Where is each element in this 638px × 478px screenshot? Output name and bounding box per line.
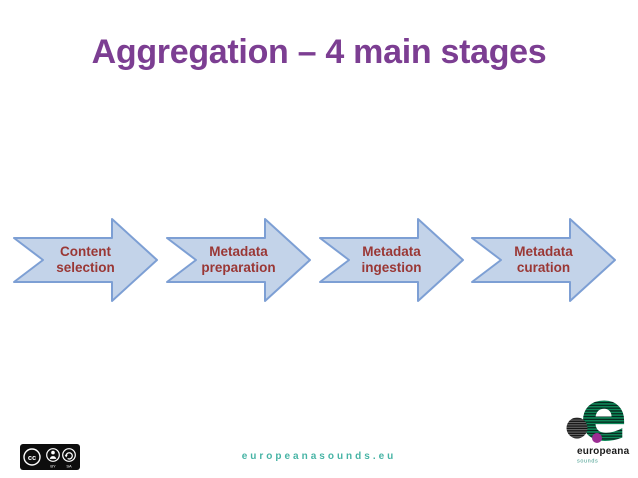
footer-url: europeanasounds.eu <box>241 451 397 462</box>
svg-text:cc: cc <box>28 453 36 462</box>
stage-arrow-content-selection: Content selection <box>13 217 158 303</box>
cc-icon: cc <box>23 448 41 466</box>
stage-label: Metadata curation <box>514 244 573 275</box>
chevron-arrow-shape <box>166 218 311 302</box>
logo-dark-disc-icon <box>566 417 588 439</box>
cc-by-label: BY <box>50 464 56 469</box>
logo-brand-text: europeana <box>577 446 630 457</box>
cc-by-person-icon <box>46 448 60 462</box>
logo-letter-e-icon: e <box>580 383 627 457</box>
logo-purple-dot-icon <box>592 433 602 443</box>
chevron-arrow-shape <box>471 218 616 302</box>
stage-label: Metadata ingestion <box>361 244 422 275</box>
logo-sub-text: sounds <box>577 459 598 465</box>
page-title: Aggregation – 4 main stages <box>91 33 547 71</box>
cc-sa-arrow-icon <box>62 448 76 462</box>
chevron-arrow-shape <box>13 218 158 302</box>
stage-arrow-metadata-ingestion: Metadata ingestion <box>319 217 464 303</box>
europeana-sounds-logo: e europeana sounds <box>566 383 630 465</box>
cc-sa-label: SA <box>66 464 72 469</box>
chevron-arrow-shape <box>319 218 464 302</box>
stage-arrow-metadata-preparation: Metadata preparation <box>166 217 311 303</box>
stage-arrow-metadata-curation: Metadata curation <box>471 217 616 303</box>
stage-label: Metadata preparation <box>201 244 276 275</box>
stage-label: Content selection <box>56 244 115 275</box>
cc-by-sa-license-badge: cc BY SA <box>20 444 80 470</box>
